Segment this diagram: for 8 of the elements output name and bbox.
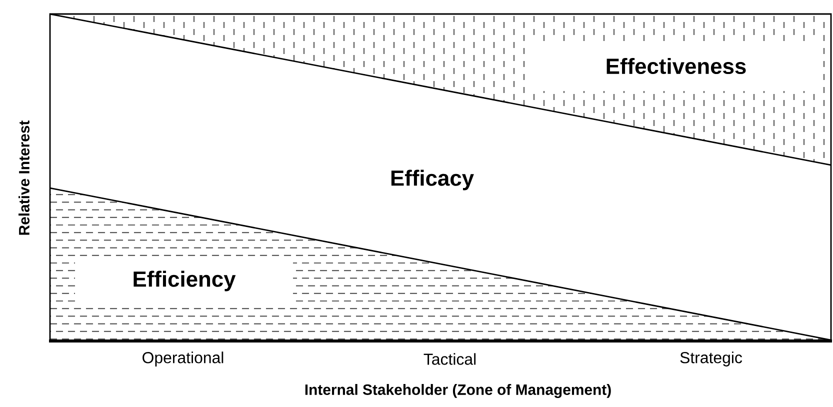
tick-label: Tactical — [424, 353, 476, 365]
tick-label: Strategic — [680, 352, 742, 366]
axis-title: Relative Interest — [18, 120, 30, 235]
tick-label: Operational — [142, 352, 224, 366]
axis-title: Internal Stakeholder (Zone of Management) — [305, 384, 611, 398]
region-label: Effectiveness — [530, 41, 822, 91]
region-label: Efficacy — [391, 170, 474, 190]
region-label: Efficiency — [75, 258, 293, 304]
